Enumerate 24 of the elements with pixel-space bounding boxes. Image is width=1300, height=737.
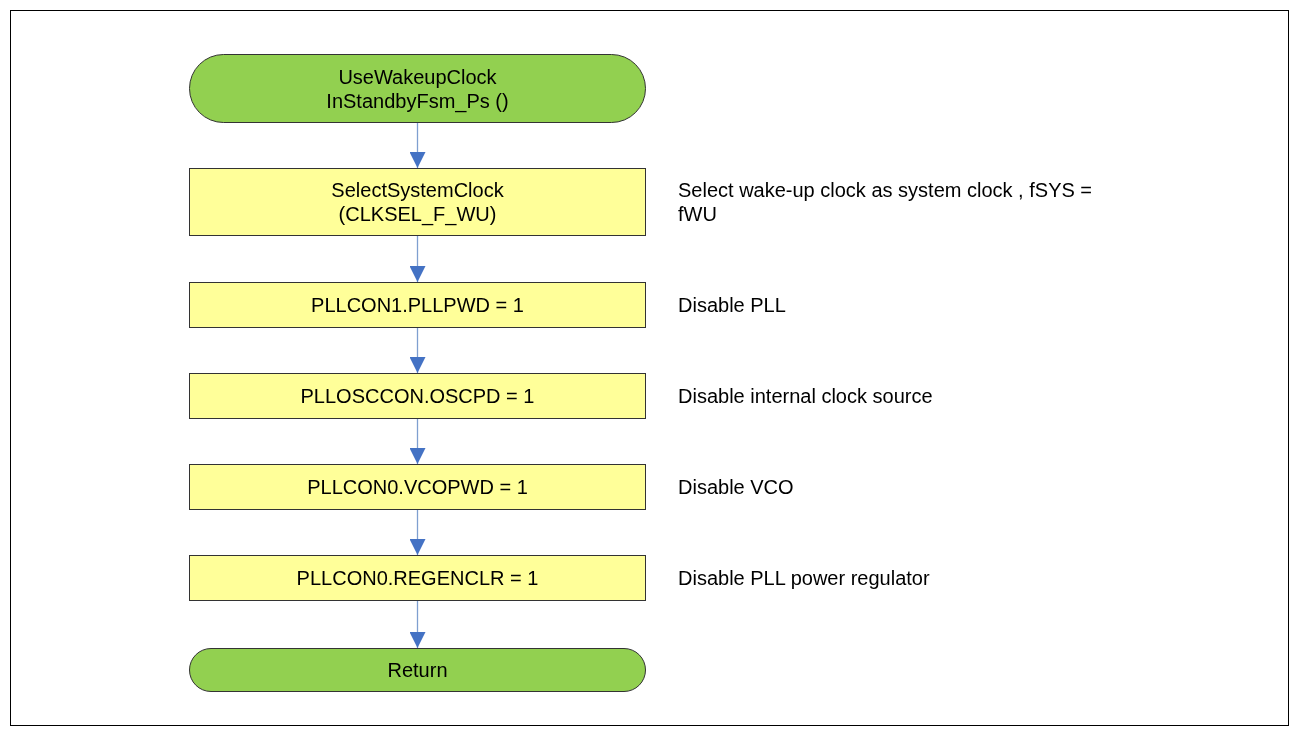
arrow: [409, 509, 426, 556]
process-box: [189, 464, 646, 510]
process-box: [189, 168, 646, 236]
annotation-text: Select wake-up clock as system clock , fSYS = fWU: [678, 178, 1094, 226]
arrow: [409, 235, 426, 283]
node-label: SelectSystemClock (CLKSEL_F_WU): [330, 178, 505, 226]
arrow: [409, 600, 426, 649]
process-box: [189, 555, 646, 601]
annotation-text: Disable internal clock source: [678, 384, 934, 408]
annotation-text: Disable VCO: [678, 475, 795, 499]
annotation-text: Disable PLL power regulator: [678, 566, 931, 590]
arrow: [409, 418, 426, 465]
terminal-shape: [189, 648, 646, 692]
process-box: [189, 282, 646, 328]
node-label: UseWakeupClock InStandbyFsm_Ps (): [325, 64, 510, 113]
node-label: PLLCON1.PLLPWD = 1: [311, 293, 524, 317]
annotation-text: Disable PLL: [678, 293, 787, 317]
process-box: [189, 373, 646, 419]
node-label: PLLCON0.VCOPWD = 1: [307, 475, 528, 499]
arrow: [409, 327, 426, 374]
node-label: PLLOSCCON.OSCPD = 1: [300, 384, 535, 408]
arrow: [409, 122, 426, 169]
node-label: Return: [387, 658, 448, 682]
node-label: PLLCON0.REGENCLR = 1: [296, 566, 539, 590]
